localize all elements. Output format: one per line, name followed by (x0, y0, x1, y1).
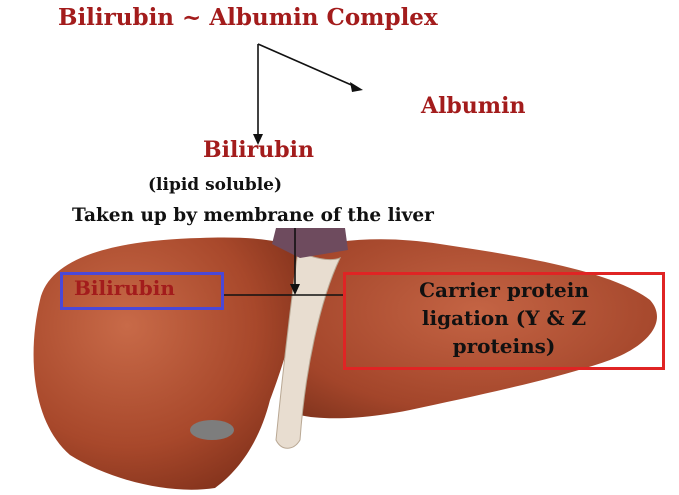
gallbladder (190, 420, 234, 440)
bilirubin-label: Bilirubin (203, 137, 314, 163)
carrier-line-3: proteins) (343, 332, 665, 360)
arrowhead-albumin (350, 82, 363, 92)
carrier-line-2: ligation (Y & Z (343, 304, 665, 332)
carrier-protein-text: Carrier protein ligation (Y & Z proteins… (343, 276, 665, 360)
albumin-label: Albumin (421, 93, 525, 119)
lipid-soluble-label: (lipid soluble) (148, 175, 282, 195)
arrow-to-albumin (258, 44, 356, 87)
taken-up-label: Taken up by membrane of the liver (72, 205, 434, 226)
title-label: Bilirubin ~ Albumin Complex (58, 4, 438, 31)
carrier-line-1: Carrier protein (343, 276, 665, 304)
bilirubin-box-label: Bilirubin (74, 276, 175, 300)
